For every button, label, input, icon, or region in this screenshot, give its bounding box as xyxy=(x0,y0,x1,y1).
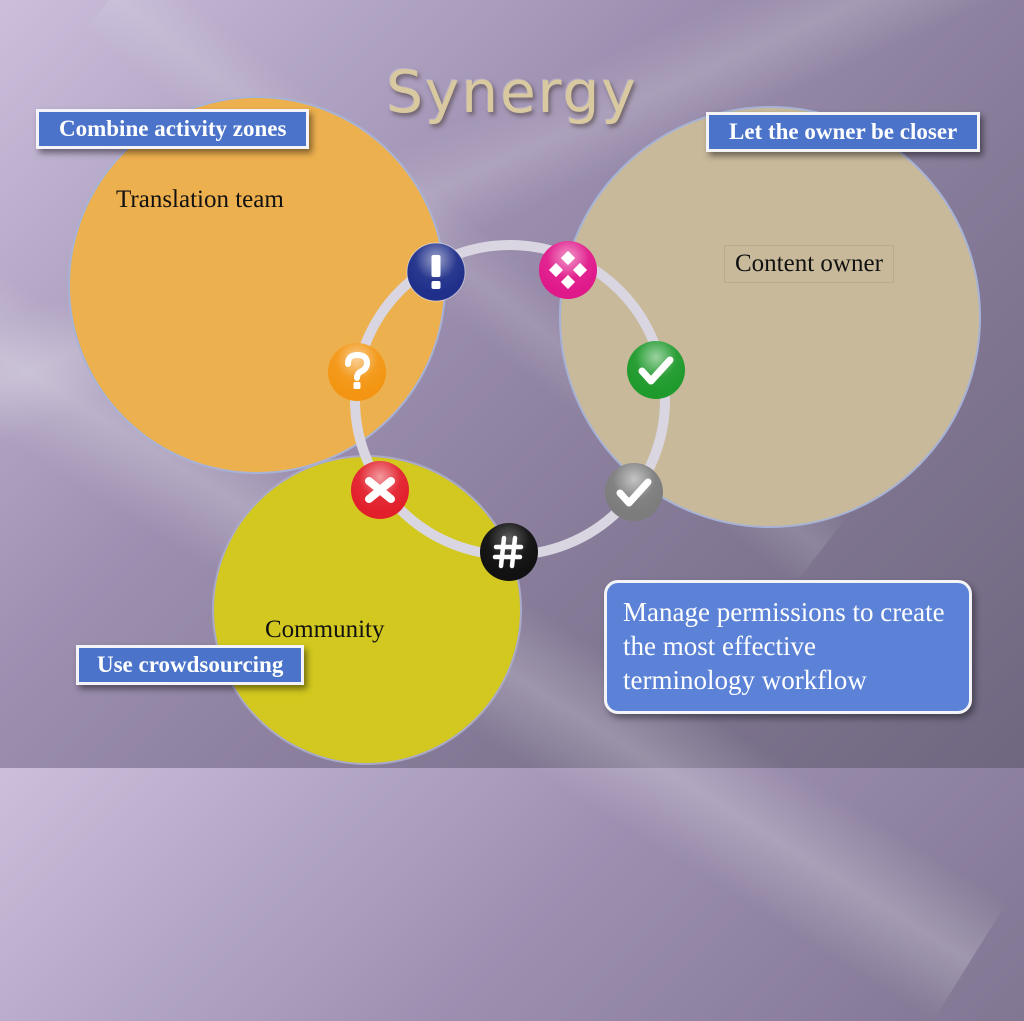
question-icon xyxy=(345,351,371,389)
owner-closer-tag: Let the owner be closer xyxy=(706,112,981,152)
hash-badge xyxy=(480,523,538,581)
synergy-diagram xyxy=(68,96,981,765)
crowdsourcing-tag: Use crowdsourcing xyxy=(76,645,305,685)
close-icon xyxy=(365,477,395,503)
content-owner-circle xyxy=(559,106,981,528)
x-badge xyxy=(351,461,409,519)
exclamation-icon xyxy=(431,255,441,277)
gray-check-badge xyxy=(605,463,663,521)
content-owner-label: Content owner xyxy=(724,245,894,283)
slide-title: Synergy xyxy=(386,58,638,126)
check-icon xyxy=(638,356,674,385)
combine-activity-zones-tag: Combine activity zones xyxy=(36,109,310,149)
exclamation-badge xyxy=(406,242,466,302)
question-badge xyxy=(328,343,386,401)
community-label: Community xyxy=(265,616,385,643)
translation-team-label: Translation team xyxy=(116,186,284,213)
move-icon xyxy=(548,250,588,290)
permissions-note: Manage permissions to create the most ef… xyxy=(604,580,972,714)
translation-team-circle xyxy=(68,96,446,474)
green-check-badge xyxy=(627,341,685,399)
check-icon xyxy=(616,478,652,507)
hash-icon xyxy=(492,535,524,569)
diamond-badge xyxy=(539,241,597,299)
